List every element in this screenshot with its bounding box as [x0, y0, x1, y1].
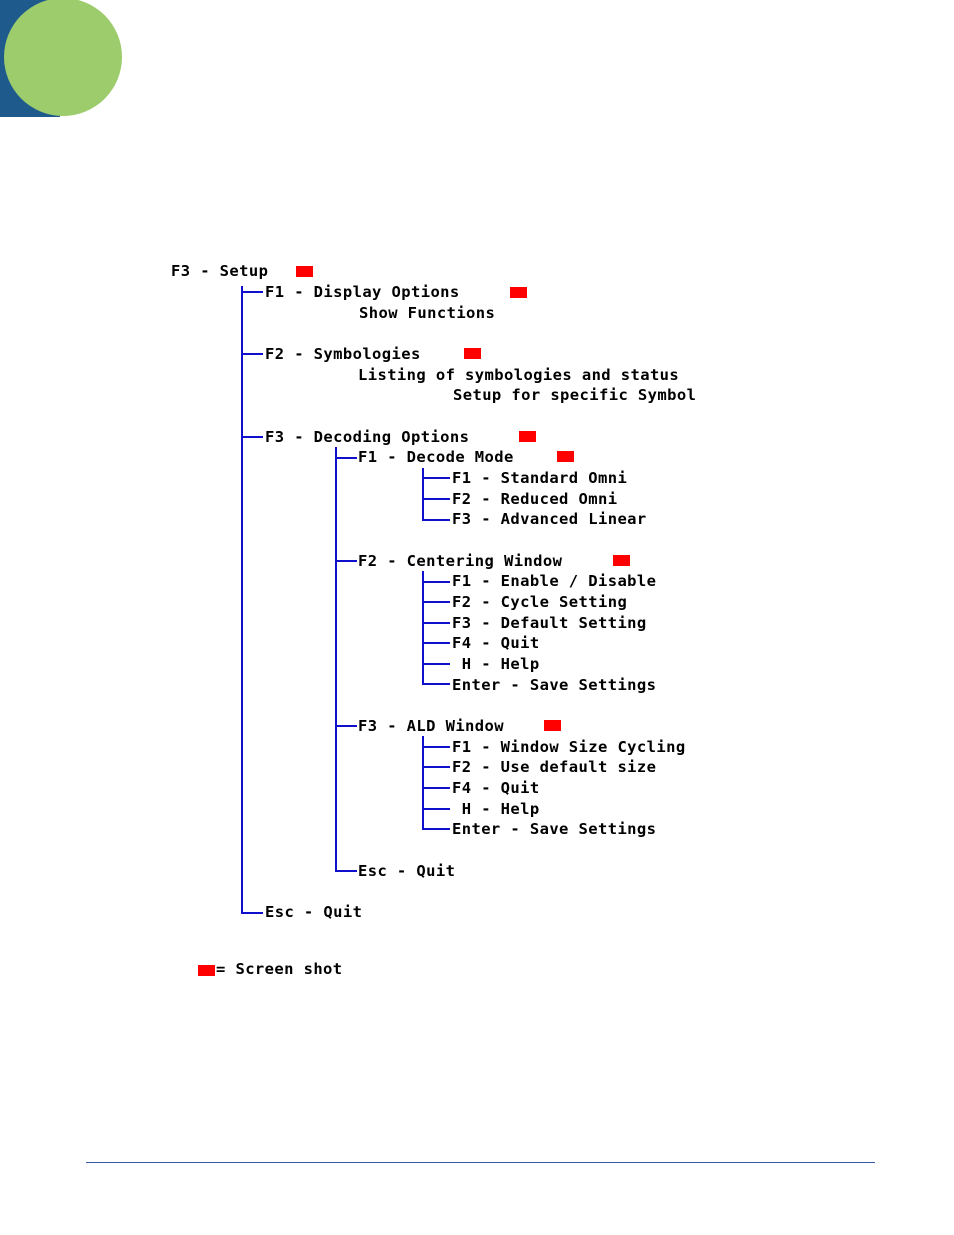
tree-branch	[422, 808, 450, 810]
tree-line	[335, 447, 337, 872]
tree-root-label: F3 - Setup	[171, 262, 269, 280]
symbologies-label: F2 - Symbologies	[265, 345, 421, 363]
corner-logo-graphic	[0, 0, 122, 117]
centering-window-item: Enter - Save Settings	[452, 676, 657, 694]
tree-branch	[335, 457, 357, 459]
ald-window-item: F2 - Use default size	[452, 758, 657, 776]
display-options-label: F1 - Display Options	[265, 283, 460, 301]
ald-window-item: H - Help	[452, 800, 540, 818]
symbologies-detail-listing: Listing of symbologies and status	[358, 366, 680, 384]
footer-rule	[86, 1162, 875, 1163]
screenshot-marker	[464, 348, 481, 359]
legend-text: = Screen shot	[216, 960, 343, 978]
decoding-options-label: F3 - Decoding Options	[265, 428, 470, 446]
centering-window-item: F4 - Quit	[452, 634, 540, 652]
centering-window-label: F2 - Centering Window	[358, 552, 563, 570]
setup-esc-quit: Esc - Quit	[265, 903, 363, 921]
screenshot-marker	[296, 266, 313, 277]
screenshot-marker	[519, 431, 536, 442]
tree-line	[422, 468, 424, 521]
ald-window-label: F3 - ALD Window	[358, 717, 504, 735]
centering-window-item: F2 - Cycle Setting	[452, 593, 628, 611]
tree-line	[422, 736, 424, 830]
centering-window-item: H - Help	[452, 655, 540, 673]
tree-branch	[422, 498, 450, 500]
tree-branch	[422, 519, 450, 521]
centering-window-item: F3 - Default Setting	[452, 614, 647, 632]
tree-branch	[422, 828, 450, 830]
tree-line	[241, 286, 243, 914]
tree-line	[422, 571, 424, 685]
symbologies-detail-setup: Setup for specific Symbol	[453, 386, 697, 404]
screenshot-marker	[613, 555, 630, 566]
tree-branch	[422, 683, 450, 685]
screenshot-marker	[544, 720, 561, 731]
screenshot-marker	[557, 451, 574, 462]
display-options-detail: Show Functions	[359, 304, 496, 322]
decoding-esc-quit: Esc - Quit	[358, 862, 456, 880]
tree-branch	[422, 601, 450, 603]
tree-branch	[422, 477, 450, 479]
tree-branch	[335, 870, 357, 872]
ald-window-item: F1 - Window Size Cycling	[452, 738, 686, 756]
tree-branch	[241, 436, 263, 438]
tree-branch	[241, 291, 263, 293]
tree-branch	[422, 642, 450, 644]
legend-marker	[198, 965, 215, 976]
ald-window-item: Enter - Save Settings	[452, 820, 657, 838]
decode-mode-item: F3 - Advanced Linear	[452, 510, 647, 528]
tree-branch	[422, 746, 450, 748]
tree-branch	[241, 912, 263, 914]
corner-green-circle	[4, 0, 122, 116]
decode-mode-item: F1 - Standard Omni	[452, 469, 628, 487]
tree-branch	[422, 622, 450, 624]
setup-menu-tree: F3 - Setup F1 - Display Options Show Fun…	[171, 262, 697, 978]
centering-window-item: F1 - Enable / Disable	[452, 572, 657, 590]
decode-mode-item: F2 - Reduced Omni	[452, 490, 618, 508]
tree-branch	[422, 787, 450, 789]
tree-branch	[422, 766, 450, 768]
ald-window-item: F4 - Quit	[452, 779, 540, 797]
tree-branch	[335, 560, 357, 562]
tree-branch	[241, 353, 263, 355]
tree-branch	[422, 581, 450, 583]
tree-branch	[422, 663, 450, 665]
tree-branch	[335, 725, 357, 727]
decode-mode-label: F1 - Decode Mode	[358, 448, 514, 466]
screenshot-marker	[510, 287, 527, 298]
